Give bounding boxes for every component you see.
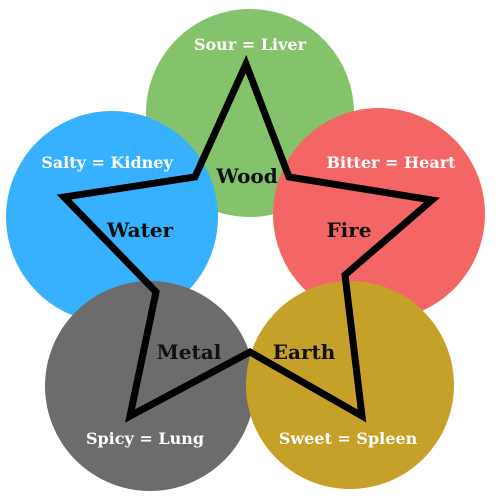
metal-taste-label: Spicy = Lung [86, 429, 204, 448]
earth-element-label: Earth [273, 340, 336, 364]
wood-element-label: Wood [215, 164, 278, 188]
water-element-label: Water [106, 218, 174, 242]
metal-element-label: Metal [157, 340, 222, 364]
wood-taste-label: Sour = Liver [194, 35, 307, 54]
fire-circle [273, 108, 485, 320]
water-circle [6, 111, 218, 323]
fire-taste-label: Bitter = Heart [326, 153, 456, 172]
water-taste-label: Salty = Kidney [41, 153, 173, 172]
five-point-star [56, 54, 440, 423]
earth-taste-label: Sweet = Spleen [279, 429, 418, 448]
earth-circle [246, 281, 454, 489]
fire-element-label: Fire [326, 218, 371, 242]
metal-circle [45, 281, 255, 491]
